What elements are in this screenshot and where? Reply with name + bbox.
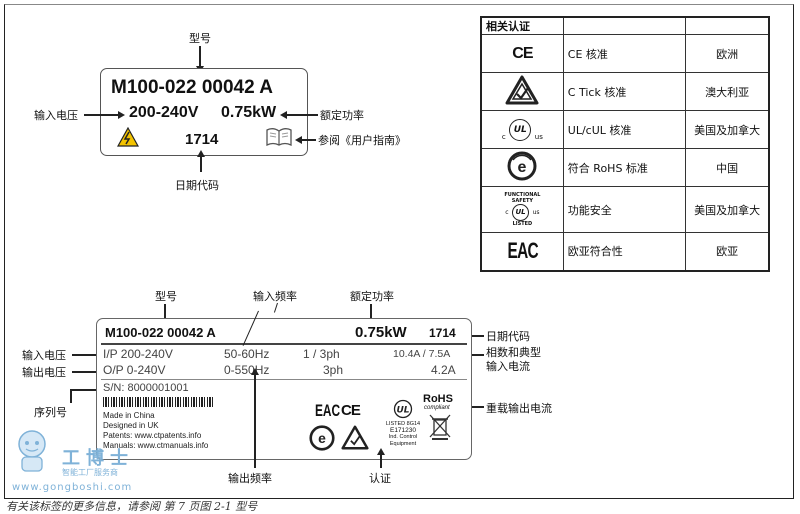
- plate-designed-in: Designed in UK: [103, 421, 159, 430]
- table-row: CE CE 核准 欧洲: [480, 34, 770, 73]
- plate-serial-number: S/N: 8000001001: [103, 382, 189, 394]
- plate-ul-icon: UL: [393, 399, 413, 423]
- top-voltage: 200-240V: [129, 104, 199, 121]
- bottom-rating-plate: M100-022 00042 A 0.75kW 1714 I/P 200-240…: [96, 318, 472, 460]
- plate-input-phase: 1 / 3ph: [303, 347, 340, 361]
- plate-rohs-e-icon: e: [309, 425, 335, 455]
- plate-patents-url: Patents: www.ctpatents.info: [103, 431, 202, 440]
- plate-input-frequency: 50-60Hz: [224, 347, 270, 361]
- plate-model-number: M100-022 00042 A: [105, 325, 216, 340]
- bottom-date-code-label: 日期代码: [486, 330, 530, 343]
- watermark-subtitle: 智能工厂服务商: [62, 468, 118, 477]
- plate-output-voltage: O/P 0-240V: [103, 363, 166, 377]
- figure-frame: [4, 4, 794, 499]
- ce-mark-icon: CE: [480, 34, 564, 73]
- bottom-output-voltage-label: 输出电压: [22, 366, 66, 379]
- plate-rohs-compliant: compliant: [424, 405, 450, 411]
- bottom-cert-label: 认证: [369, 472, 391, 485]
- plate-output-phase: 3ph: [323, 363, 344, 377]
- plate-output-frequency: 0-550Hz: [224, 363, 270, 377]
- plate-date-code: 1714: [429, 326, 456, 340]
- top-see-guide-label: 参阅《用户指南》: [318, 134, 406, 147]
- plate-output-current: 4.2A: [431, 363, 456, 377]
- top-input-voltage-label: 输入电压: [34, 109, 78, 122]
- serial-barcode: [103, 397, 215, 407]
- plate-input-current: 10.4A / 7.5A: [393, 348, 451, 360]
- bottom-output-freq-label: 输出频率: [228, 472, 272, 485]
- bottom-input-freq-label: 输入频率: [253, 290, 297, 303]
- cert-table-header: 相关认证: [480, 16, 564, 35]
- certification-table: 相关认证 CE CE 核准 欧洲 C Tick 核准 澳大利亚 c UL us …: [480, 16, 770, 272]
- watermark-brand: 工博士: [62, 448, 134, 469]
- warning-icon: [116, 126, 140, 151]
- plate-manuals-url: Manuals: www.ctmanuals.info: [103, 441, 209, 450]
- c-tick-icon: [480, 72, 564, 111]
- bottom-model-label: 型号: [155, 290, 177, 303]
- serial-number-label: 序列号: [34, 406, 67, 419]
- top-rated-power-label: 额定功率: [320, 109, 364, 122]
- svg-text:e: e: [518, 159, 527, 176]
- bottom-input-voltage-label: 输入电压: [22, 349, 66, 362]
- plate-ce-icon: CE: [341, 402, 361, 419]
- functional-safety-icon: FUNCTIONAL SAFETY c UL us LISTED: [480, 186, 564, 233]
- plate-made-in: Made in China: [103, 411, 155, 420]
- ul-cul-icon: c UL us: [480, 110, 564, 149]
- phase-current-label-line2: 输入电流: [486, 360, 530, 373]
- bottom-rated-power-label: 额定功率: [350, 290, 394, 303]
- eac-icon: EAC: [480, 232, 564, 271]
- top-model-label: 型号: [189, 32, 211, 45]
- table-row: C Tick 核准 澳大利亚: [480, 72, 770, 111]
- weee-bin-icon: [427, 413, 453, 445]
- top-model-number: M100-022 00042 A: [111, 77, 273, 98]
- plate-power: 0.75kW: [355, 324, 407, 341]
- phase-current-label-line1: 相数和典型: [486, 346, 541, 359]
- heavy-duty-current-label: 重载输出电流: [486, 402, 552, 415]
- watermark-mascot-icon: [12, 428, 52, 478]
- table-row: c UL us UL/cUL 核准 美国及加拿大: [480, 110, 770, 149]
- top-power: 0.75kW: [221, 104, 277, 121]
- top-date-code-label: 日期代码: [175, 179, 219, 192]
- table-row: e 符合 RoHS 标准 中国: [480, 148, 770, 187]
- svg-text:UL: UL: [396, 406, 409, 416]
- plate-c-tick-icon: [341, 425, 369, 454]
- watermark-url: www.gongboshi.com: [12, 482, 133, 493]
- table-row: EAC 欧亚符合性 欧亚: [480, 232, 770, 271]
- plate-input-voltage: I/P 200-240V: [103, 347, 173, 361]
- plate-eac-icon: EAC: [315, 401, 341, 420]
- book-icon: [265, 127, 293, 151]
- footer-caption: 有关该标签的更多信息，请参阅 第 7 页图 2-1 型号: [6, 500, 258, 513]
- svg-text:e: e: [318, 430, 326, 446]
- table-row: FUNCTIONAL SAFETY c UL us LISTED 功能安全 美国…: [480, 186, 770, 233]
- rohs-icon: e: [480, 148, 564, 187]
- top-rating-plate: M100-022 00042 A 200-240V 0.75kW 1714: [100, 68, 308, 156]
- plate-rohs-text: RoHS: [423, 393, 453, 405]
- top-date-code: 1714: [185, 131, 219, 148]
